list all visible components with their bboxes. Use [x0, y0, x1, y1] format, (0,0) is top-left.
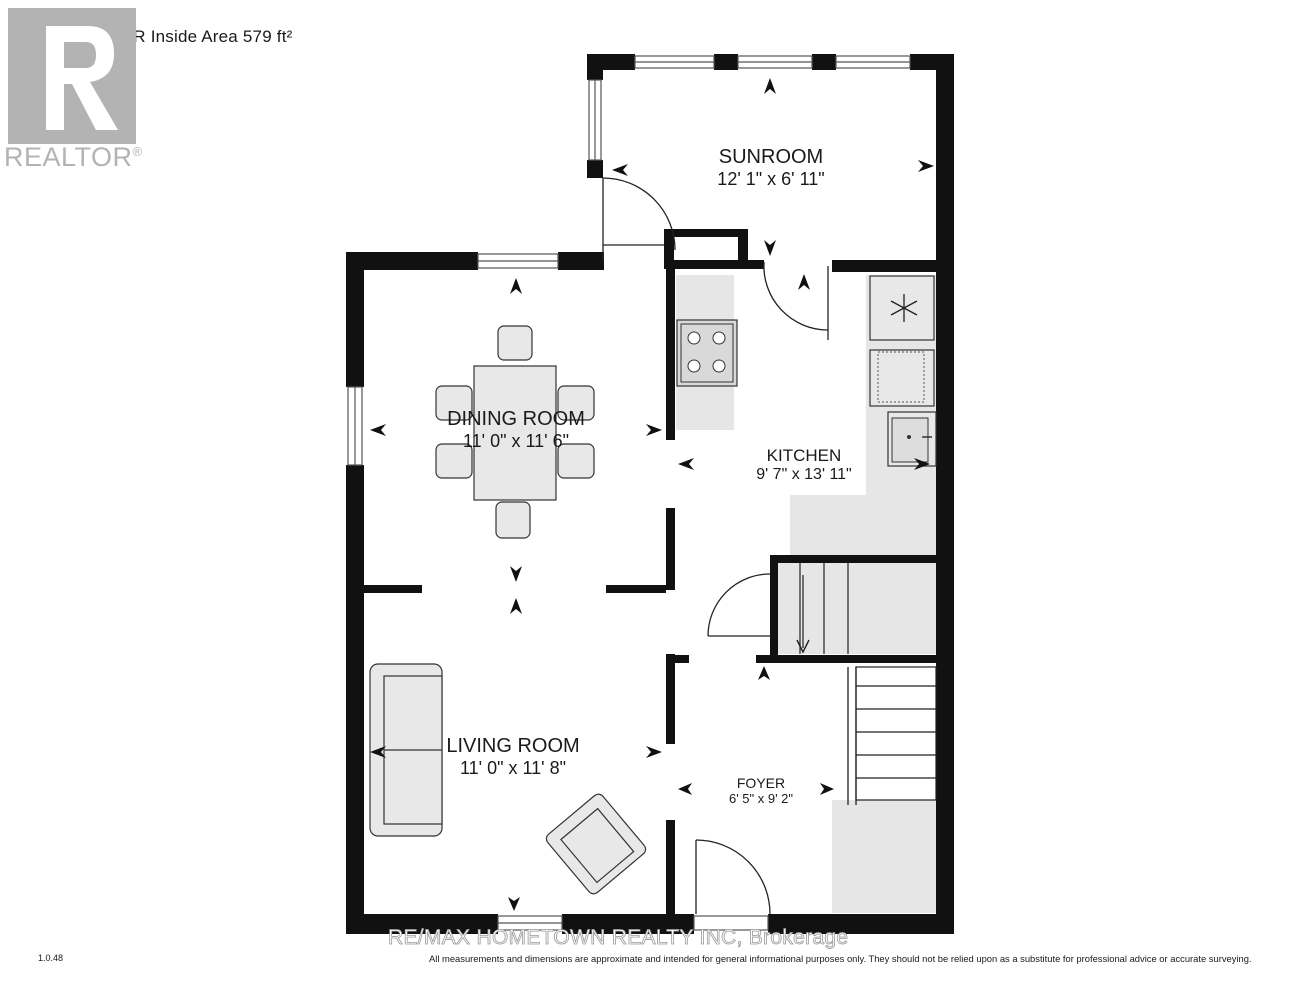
stair-arrow-icon — [796, 639, 810, 654]
version-label: 1.0.48 — [38, 953, 64, 963]
room-label-foyer: FOYER 6' 5" x 9' 2" — [728, 775, 794, 806]
armchair-icon — [545, 793, 647, 895]
disclaimer-text: All measurements and dimensions are appr… — [429, 953, 1252, 964]
room-label-living: LIVING ROOM 11' 0" x 11' 8" — [446, 735, 580, 778]
doors — [602, 177, 857, 915]
dimension-arrows — [370, 78, 934, 911]
staircase — [799, 563, 937, 801]
fridge-icon — [869, 275, 935, 341]
brokerage-watermark: RE/MAX HOMETOWN REALTY INC, Brokerage — [388, 926, 849, 950]
dining-table-icon — [435, 325, 595, 539]
windows — [347, 55, 911, 931]
room-label-sunroom: SUNROOM 12' 1" x 6' 11" — [717, 146, 825, 189]
realtor-wordmark: REALTOR® — [4, 142, 143, 172]
sink-icon — [887, 411, 937, 467]
foyer-closet — [832, 800, 936, 913]
kitchen-counter-right — [790, 275, 936, 555]
realtor-logo-icon — [8, 8, 136, 144]
sofa-icon — [369, 663, 443, 837]
dishwasher-icon — [869, 349, 935, 407]
stove-icon — [676, 319, 738, 387]
room-label-kitchen: KITCHEN 9' 7" x 13' 11" — [756, 446, 852, 483]
room-label-dining: DINING ROOM 11' 0" x 11' 6" — [447, 408, 585, 451]
stair-upper — [778, 563, 938, 654]
walls — [346, 54, 954, 934]
